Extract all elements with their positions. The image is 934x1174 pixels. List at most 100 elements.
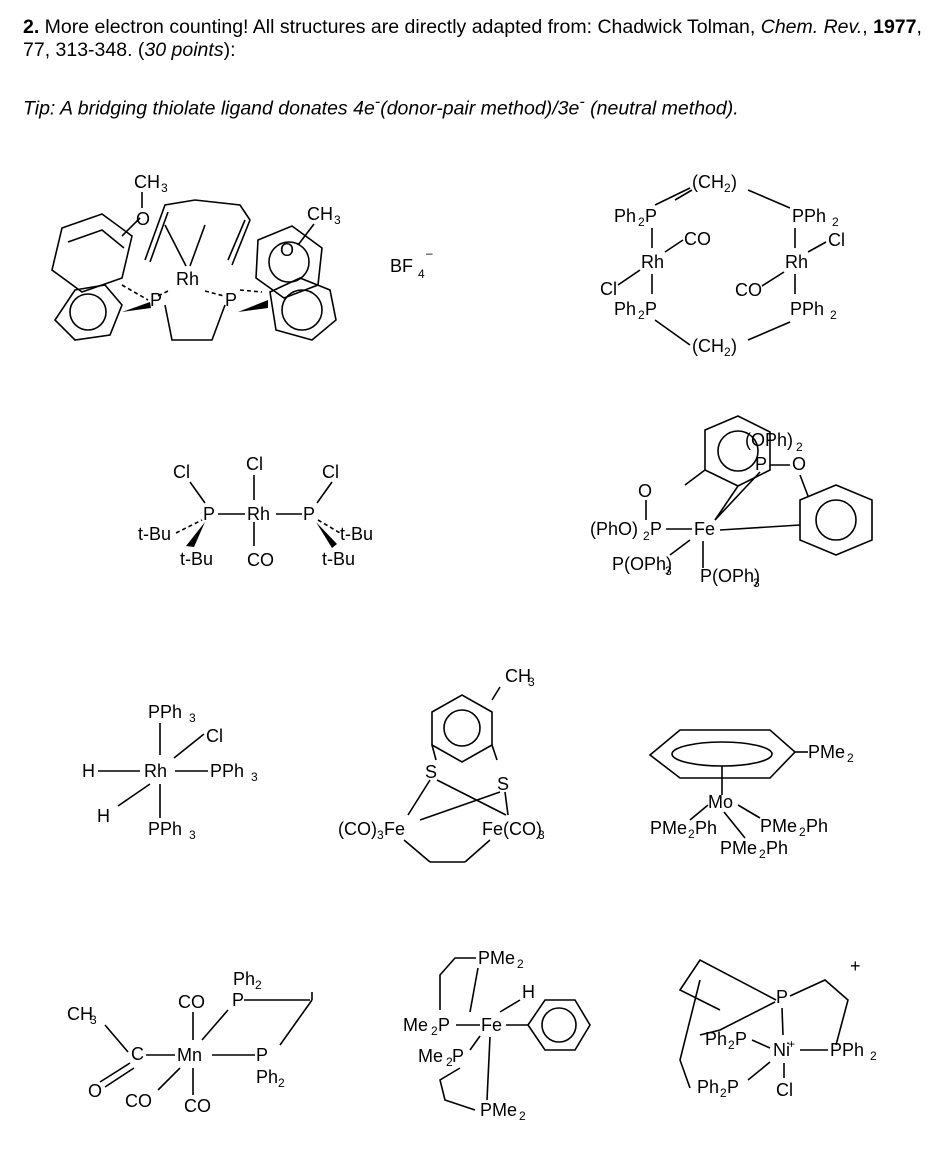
svg-text:Rh: Rh <box>144 761 167 781</box>
svg-text:t-Bu: t-Bu <box>180 549 213 569</box>
svg-text:P: P <box>650 519 662 539</box>
structure-3: Cl Cl Cl P Rh P CO t-Bu t-Bu t-Bu t-Bu <box>138 454 373 570</box>
svg-text:S: S <box>497 774 509 794</box>
svg-text:3: 3 <box>753 576 760 590</box>
svg-text:Cl: Cl <box>246 454 263 474</box>
svg-text:t-Bu: t-Bu <box>340 524 373 544</box>
svg-text:CO: CO <box>684 229 711 249</box>
svg-text:Fe: Fe <box>481 1015 502 1035</box>
svg-text:CO: CO <box>735 280 762 300</box>
svg-text:Rh: Rh <box>641 252 664 272</box>
svg-text:Ph: Ph <box>697 1077 719 1097</box>
svg-text:2: 2 <box>724 181 731 195</box>
svg-text:P: P <box>150 290 162 310</box>
svg-text:PMe: PMe <box>650 818 687 838</box>
svg-text:Fe: Fe <box>694 519 715 539</box>
tip-text: Tip: A bridging thiolate ligand donates … <box>23 93 739 120</box>
svg-text:H: H <box>97 806 110 826</box>
svg-text:(PhO): (PhO) <box>590 519 638 539</box>
svg-text:CO: CO <box>125 1091 152 1111</box>
svg-text:3: 3 <box>90 1013 97 1027</box>
svg-text:3: 3 <box>189 828 196 842</box>
svg-text:S: S <box>425 762 437 782</box>
svg-text:P: P <box>645 299 657 319</box>
svg-text:P: P <box>203 504 215 524</box>
svg-text:P(OPh): P(OPh) <box>700 566 760 586</box>
svg-text:2: 2 <box>832 215 839 229</box>
svg-text:P: P <box>438 1015 450 1035</box>
svg-text:t-Bu: t-Bu <box>138 524 171 544</box>
svg-text:3: 3 <box>665 564 672 578</box>
svg-text:Ph: Ph <box>233 969 255 989</box>
svg-text:O: O <box>88 1081 102 1101</box>
svg-text:Rh: Rh <box>247 504 270 524</box>
svg-text:Cl: Cl <box>173 462 190 482</box>
svg-text:P: P <box>256 1045 268 1065</box>
journal-name: Chem. Rev. <box>760 16 863 38</box>
svg-text:3: 3 <box>189 711 196 725</box>
svg-text:–: – <box>426 246 433 260</box>
svg-text:+: + <box>788 1037 795 1051</box>
svg-text:CH: CH <box>67 1004 93 1024</box>
svg-text:PPh: PPh <box>148 819 182 839</box>
points: 30 points <box>144 39 224 61</box>
svg-text:4: 4 <box>418 267 425 281</box>
svg-text:PMe: PMe <box>720 838 757 858</box>
svg-text:O: O <box>280 240 294 260</box>
svg-text:CH: CH <box>307 204 333 224</box>
svg-text:(CH: (CH <box>692 336 724 356</box>
svg-text:Mo: Mo <box>708 792 733 812</box>
svg-text:2: 2 <box>688 827 695 841</box>
svg-text:3: 3 <box>251 770 258 784</box>
svg-text:Cl: Cl <box>776 1080 793 1100</box>
svg-text:3: 3 <box>528 675 535 689</box>
svg-text:P: P <box>727 1077 739 1097</box>
svg-text:2: 2 <box>759 847 766 861</box>
svg-text:CO: CO <box>184 1096 211 1116</box>
svg-text:2: 2 <box>847 751 854 765</box>
svg-text:O: O <box>136 209 150 229</box>
svg-text:Cl: Cl <box>206 726 223 746</box>
question-number: 2. <box>23 16 40 38</box>
svg-text:2: 2 <box>278 1076 285 1090</box>
svg-text:2: 2 <box>431 1024 438 1038</box>
svg-text:3: 3 <box>538 828 545 842</box>
svg-text:2: 2 <box>728 1038 735 1052</box>
svg-text:Cl: Cl <box>828 230 845 250</box>
svg-text:2: 2 <box>638 308 645 322</box>
svg-text:Ph: Ph <box>766 838 788 858</box>
svg-text:Ph: Ph <box>695 818 717 838</box>
svg-text:(CH: (CH <box>692 172 724 192</box>
svg-text:2: 2 <box>255 978 262 992</box>
svg-text:(CO): (CO) <box>338 819 377 839</box>
svg-text:Fe(CO): Fe(CO) <box>482 819 542 839</box>
svg-text:P: P <box>776 987 788 1007</box>
svg-text:P: P <box>303 504 315 524</box>
svg-text:2: 2 <box>519 1109 526 1123</box>
svg-text:Ni: Ni <box>773 1040 790 1060</box>
svg-text:P: P <box>232 990 244 1010</box>
svg-text:2: 2 <box>446 1055 453 1069</box>
svg-text:): ) <box>731 172 737 192</box>
svg-text:PPh: PPh <box>790 299 824 319</box>
svg-text:P: P <box>225 290 237 310</box>
svg-text:CH: CH <box>134 172 160 192</box>
svg-text:): ) <box>731 336 737 356</box>
svg-text:PPh: PPh <box>830 1040 864 1060</box>
svg-text:PMe: PMe <box>808 742 845 762</box>
year: 1977 <box>873 16 917 38</box>
svg-text:CO: CO <box>247 550 274 570</box>
svg-text:Rh: Rh <box>785 252 808 272</box>
svg-text:Cl: Cl <box>322 462 339 482</box>
svg-text:2: 2 <box>799 825 806 839</box>
svg-text:BF: BF <box>390 256 413 276</box>
svg-text:2: 2 <box>720 1086 727 1100</box>
svg-text:+: + <box>850 956 861 976</box>
